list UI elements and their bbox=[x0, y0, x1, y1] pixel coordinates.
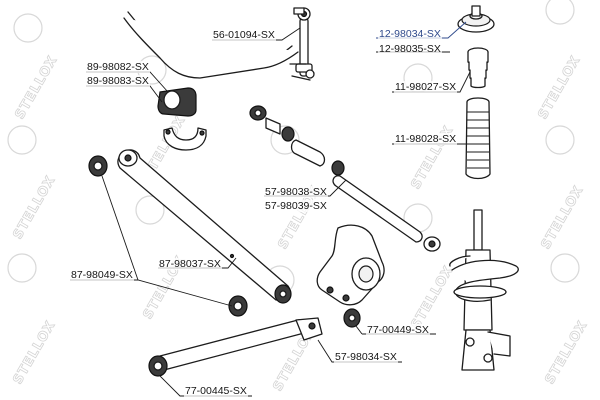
label-11-98028: 11-98028-SX bbox=[394, 133, 458, 145]
strut-top-mount bbox=[457, 5, 495, 33]
svg-text:STELLOX: STELLOX bbox=[538, 183, 586, 252]
watermark-far-right-3: STELLOX bbox=[542, 253, 591, 387]
label-56-01094: 56-01094-SX bbox=[212, 29, 276, 41]
shock-strut bbox=[449, 209, 519, 371]
label-11-98027: 11-98027-SX bbox=[394, 81, 458, 93]
svg-text:STELLOX: STELLOX bbox=[535, 53, 583, 122]
watermark-far-right-1: STELLOX bbox=[535, 0, 584, 122]
stabilizer-bushing bbox=[157, 87, 197, 117]
watermark-left-1: STELLOX bbox=[12, 13, 61, 122]
lower-arm bbox=[154, 317, 323, 371]
bump-stop bbox=[467, 47, 489, 89]
upper-arm-assembly bbox=[249, 105, 441, 252]
label-77-00449: 77-00449-SX bbox=[366, 324, 430, 336]
steering-knuckle bbox=[316, 224, 385, 328]
trailing-arm bbox=[117, 149, 292, 304]
dust-boot bbox=[465, 97, 491, 180]
label-87-98049: 87-98049-SX bbox=[70, 269, 134, 281]
stabilizer-bar bbox=[123, 11, 299, 79]
label-87-98037: 87-98037-SX bbox=[158, 258, 222, 270]
watermark-left-2: STELLOX bbox=[7, 125, 59, 242]
stabilizer-bracket bbox=[163, 127, 207, 151]
svg-text:STELLOX: STELLOX bbox=[542, 318, 590, 387]
lower-arm-bushing bbox=[148, 355, 168, 377]
svg-text:STELLOX: STELLOX bbox=[408, 263, 456, 332]
watermark-right-2: STELLOX bbox=[403, 203, 457, 332]
label-89-98082: 89-98082-SX bbox=[86, 61, 150, 73]
svg-text:STELLOX: STELLOX bbox=[10, 318, 58, 387]
watermark-left-3: STELLOX bbox=[7, 253, 59, 387]
label-57-98039: 57-98039-SX bbox=[264, 200, 328, 212]
label-89-98083: 89-98083-SX bbox=[86, 75, 150, 87]
label-57-98038: 57-98038-SX bbox=[264, 186, 328, 198]
label-57-98034: 57-98034-SX bbox=[334, 351, 398, 363]
svg-text:STELLOX: STELLOX bbox=[10, 173, 58, 242]
trailing-arm-bushing-top bbox=[88, 155, 108, 177]
watermark-far-right-2: STELLOX bbox=[538, 125, 587, 252]
svg-text:STELLOX: STELLOX bbox=[12, 53, 60, 122]
label-12-98035: 12-98035-SX bbox=[378, 43, 442, 55]
label-12-98034: 12-98034-SX bbox=[378, 28, 442, 40]
trailing-arm-bushing-bottom bbox=[228, 295, 248, 317]
stabilizer-link bbox=[289, 7, 315, 81]
label-77-00445: 77-00445-SX bbox=[184, 385, 248, 397]
